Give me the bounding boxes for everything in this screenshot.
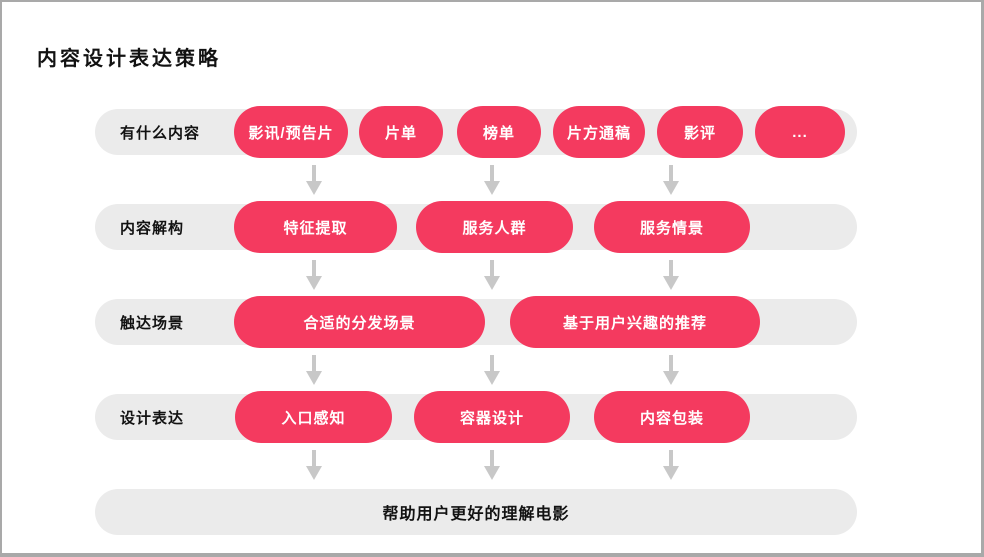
flow-pill: ... bbox=[755, 106, 845, 158]
row-design-expression: 设计表达 入口感知容器设计内容包装 bbox=[95, 391, 857, 443]
row-reach-scenarios: 触达场景 合适的分发场景基于用户兴趣的推荐 bbox=[95, 296, 857, 348]
down-arrow-icon bbox=[483, 355, 501, 385]
down-arrow-icon bbox=[662, 355, 680, 385]
down-arrow-icon bbox=[305, 165, 323, 195]
row-content-deconstruction: 内容解构 特征提取服务人群服务情景 bbox=[95, 201, 857, 253]
flow-pill: 片方通稿 bbox=[553, 106, 645, 158]
down-arrow-icon bbox=[305, 260, 323, 290]
row-label: 内容解构 bbox=[120, 219, 185, 237]
goal-text: 帮助用户更好的理解电影 bbox=[382, 506, 570, 523]
row-label: 触达场景 bbox=[120, 314, 185, 332]
flow-pill: 基于用户兴趣的推荐 bbox=[510, 296, 760, 348]
row-label: 有什么内容 bbox=[120, 124, 201, 142]
flow-pill: 榜单 bbox=[457, 106, 541, 158]
down-arrow-icon bbox=[305, 355, 323, 385]
flow-pill: 片单 bbox=[359, 106, 443, 158]
flow-pill: 影评 bbox=[657, 106, 743, 158]
row-goal: 帮助用户更好的理解电影 bbox=[95, 489, 857, 535]
flow-pill: 容器设计 bbox=[414, 391, 570, 443]
down-arrow-icon bbox=[662, 260, 680, 290]
down-arrow-icon bbox=[483, 165, 501, 195]
flow-pill: 内容包装 bbox=[594, 391, 750, 443]
flow-pill: 服务人群 bbox=[416, 201, 573, 253]
page-title: 内容设计表达策略 bbox=[37, 48, 221, 70]
down-arrow-icon bbox=[662, 165, 680, 195]
down-arrow-icon bbox=[483, 450, 501, 480]
flow-pill: 特征提取 bbox=[234, 201, 397, 253]
row-label: 设计表达 bbox=[120, 409, 185, 427]
flow-pill: 影讯/预告片 bbox=[234, 106, 348, 158]
flow-pill: 合适的分发场景 bbox=[234, 296, 485, 348]
down-arrow-icon bbox=[662, 450, 680, 480]
down-arrow-icon bbox=[483, 260, 501, 290]
flow-pill: 服务情景 bbox=[594, 201, 750, 253]
row-what-content: 有什么内容 影讯/预告片片单榜单片方通稿影评... bbox=[95, 106, 857, 158]
flow-pill: 入口感知 bbox=[235, 391, 392, 443]
down-arrow-icon bbox=[305, 450, 323, 480]
